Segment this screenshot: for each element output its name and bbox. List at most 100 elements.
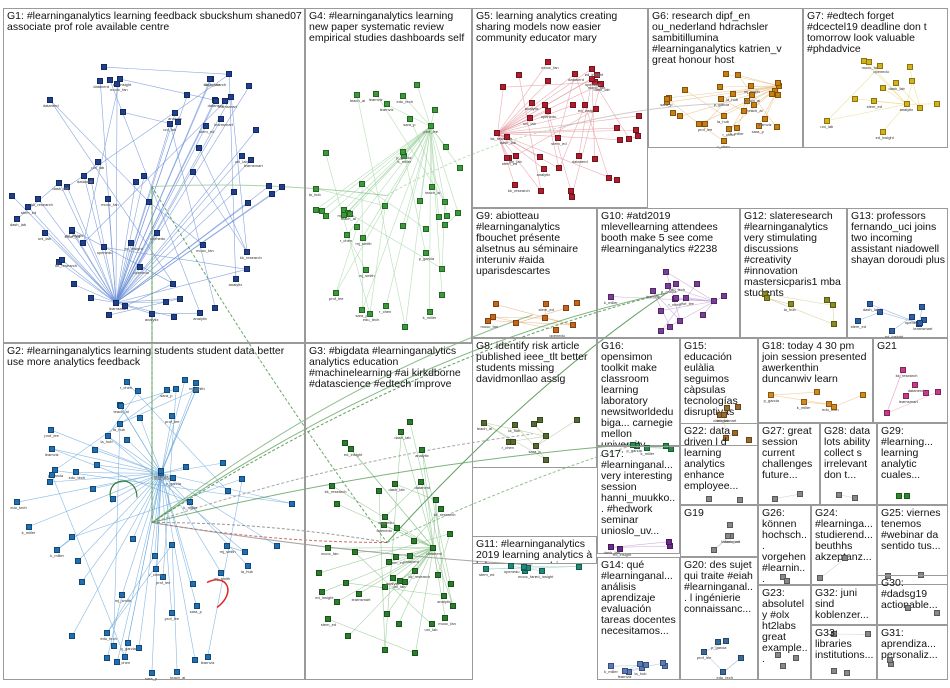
- graph-node: [319, 207, 326, 214]
- node-label-decoration: [797, 406, 811, 410]
- graph-node: [119, 109, 126, 116]
- graph-node: [375, 487, 382, 494]
- graph-node: [184, 92, 191, 99]
- graph-node: [170, 280, 177, 287]
- graph-node: [829, 302, 836, 309]
- graph-node: [700, 311, 707, 318]
- graph-node: [734, 403, 741, 410]
- graph-node: [573, 300, 580, 307]
- graph-node: [726, 125, 733, 132]
- graph-node: [888, 327, 895, 334]
- node-label-decoration: [722, 133, 734, 137]
- graph-node: [381, 583, 388, 590]
- graph-node: [658, 328, 665, 335]
- node-label-decoration: [189, 387, 205, 391]
- graph-node: [407, 115, 414, 122]
- node-label-decoration: [509, 160, 522, 164]
- graph-node: [190, 168, 197, 175]
- graph-node: [382, 202, 389, 209]
- graph-node: [75, 558, 82, 564]
- group-label: G14: qué #learninganal... análisis apren…: [601, 559, 679, 637]
- graph-node: [342, 579, 349, 586]
- node-label-decoration: [726, 98, 738, 102]
- group-box-g9: G9: abiotteau #learninganalytics fbouche…: [472, 208, 597, 338]
- graph-node: [91, 446, 98, 453]
- graph-node: [426, 308, 433, 315]
- node-label-decoration: [508, 429, 520, 433]
- node-label-decoration: [438, 622, 456, 626]
- node-label-decoration: [585, 73, 603, 77]
- graph-node: [722, 434, 729, 441]
- graph-node: [732, 430, 739, 437]
- group-label: G16: opensimon toolkit make classroom le…: [601, 340, 677, 446]
- graph-node: [512, 320, 519, 327]
- graph-node: [129, 536, 136, 543]
- node-label-decoration: [196, 249, 214, 253]
- graph-node: [706, 496, 713, 503]
- graph-node: [243, 248, 250, 255]
- node-label-decoration: [65, 234, 83, 238]
- graph-node: [672, 294, 679, 301]
- group-box-g29: G29: #learning... learning analytic cual…: [877, 423, 948, 505]
- graph-node: [666, 323, 673, 330]
- node-label-decoration: [52, 187, 68, 191]
- graph-node: [824, 117, 831, 124]
- group-label: G12: slateresearch #learninganalytics ve…: [744, 210, 841, 299]
- graph-node: [613, 177, 620, 184]
- graph-node: [393, 525, 400, 532]
- node-label-decoration: [377, 529, 393, 533]
- node-label-decoration: [325, 490, 347, 494]
- group-box-g3: G3: #bigdata #learninganalytics analytic…: [305, 343, 473, 680]
- graph-node: [218, 569, 225, 576]
- graph-node: [813, 389, 820, 396]
- graph-node: [919, 303, 926, 310]
- node-label-decoration: [50, 554, 64, 558]
- graph-node: [132, 179, 139, 186]
- node-label-decoration: [22, 531, 36, 535]
- group-label: G9: abiotteau #learninganalytics fbouche…: [476, 210, 582, 277]
- node-label-decoration: [315, 596, 333, 600]
- node-label-decoration: [529, 450, 541, 454]
- node-label-decoration: [163, 128, 176, 132]
- graph-node: [288, 500, 295, 507]
- graph-node: [763, 295, 770, 302]
- graph-node: [322, 150, 329, 157]
- node-label-decoration: [170, 676, 185, 680]
- node-label-decoration: [425, 191, 440, 195]
- graph-node: [225, 488, 231, 495]
- group-box-g17: G17: #learninganal... very interesting s…: [597, 446, 680, 554]
- node-label-decoration: [359, 274, 375, 278]
- graph-node: [168, 609, 175, 616]
- node-label-decoration: [764, 399, 779, 403]
- graph-node: [69, 226, 76, 233]
- graph-node: [158, 467, 165, 474]
- graph-node: [323, 213, 330, 220]
- graph-node: [634, 133, 641, 140]
- node-label-decoration: [424, 130, 438, 134]
- graph-node: [204, 653, 211, 660]
- graph-node: [746, 436, 753, 443]
- graph-node: [135, 388, 142, 395]
- graph-node: [56, 179, 63, 186]
- node-label-decoration: [525, 107, 539, 111]
- graph-node: [730, 90, 737, 97]
- graph-node: [836, 491, 843, 498]
- graph-node: [441, 198, 448, 205]
- graph-node: [181, 377, 188, 384]
- graph-node: [626, 136, 633, 143]
- node-label-decoration: [156, 581, 170, 585]
- node-label-decoration: [69, 476, 85, 480]
- graph-node: [105, 312, 112, 319]
- graph-node: [851, 495, 858, 501]
- graph-node: [879, 128, 886, 135]
- node-label-decoration: [500, 141, 516, 145]
- node-label-decoration: [896, 374, 918, 378]
- node-label-decoration: [820, 125, 833, 129]
- graph-node: [909, 78, 916, 85]
- graph-node: [279, 184, 286, 191]
- node-label-decoration: [900, 108, 914, 112]
- graph-node: [860, 391, 867, 398]
- group-label: G21: [877, 340, 897, 352]
- graph-node: [212, 97, 219, 104]
- graph-node: [892, 79, 899, 86]
